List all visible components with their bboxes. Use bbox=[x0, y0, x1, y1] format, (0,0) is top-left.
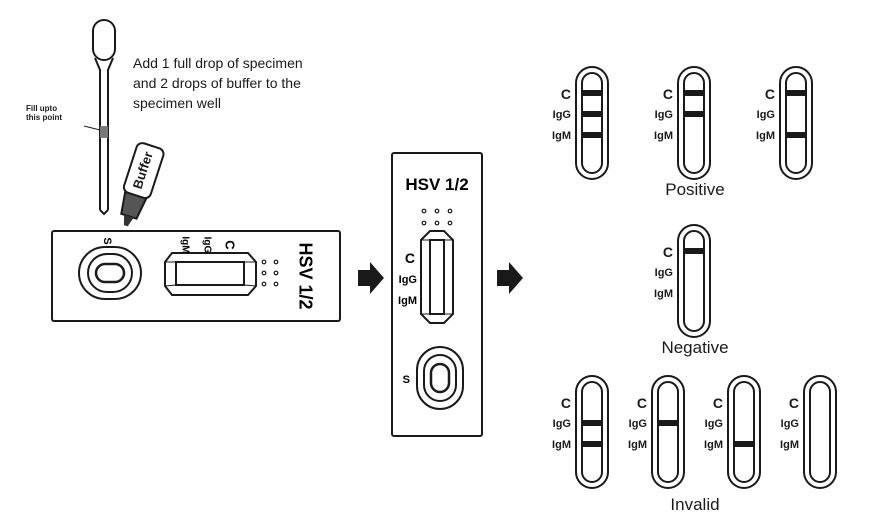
strip-igm-label: IgM bbox=[654, 130, 673, 142]
arrow-icon bbox=[497, 262, 523, 294]
h-igg-label: IgG bbox=[201, 237, 212, 254]
igg-line bbox=[658, 420, 678, 426]
control-line bbox=[786, 90, 806, 96]
igm-line bbox=[582, 441, 602, 447]
instruction-line-1: Add 1 full drop of specimen bbox=[133, 55, 303, 71]
strip-inner bbox=[785, 72, 807, 174]
v-s-label: S bbox=[403, 374, 410, 386]
positive-label: Positive bbox=[665, 180, 725, 199]
strip-igg-label: IgG bbox=[655, 267, 673, 279]
strip-igg-label: IgG bbox=[629, 418, 647, 430]
result-strip: C IgG IgM bbox=[654, 66, 711, 180]
strip-inner bbox=[683, 230, 705, 332]
pipette bbox=[83, 19, 116, 216]
strip-igg-label: IgG bbox=[757, 109, 775, 121]
strip-c-label: C bbox=[561, 395, 571, 411]
instruction-line-3: specimen well bbox=[133, 95, 221, 111]
strip-igm-label: IgM bbox=[552, 439, 571, 451]
strip-c-label: C bbox=[765, 86, 775, 102]
igm-line bbox=[582, 132, 602, 138]
h-s-label: S bbox=[101, 237, 113, 244]
strip-igm-label: IgM bbox=[704, 439, 723, 451]
igg-line bbox=[684, 111, 704, 117]
invalid-label: Invalid bbox=[670, 495, 720, 514]
fill-upto-label: Fill upto this point bbox=[26, 104, 86, 122]
strip-igm-label: IgM bbox=[756, 130, 775, 142]
strip-c-label: C bbox=[561, 86, 571, 102]
result-strip: C IgG IgM bbox=[552, 375, 609, 489]
h-igm-label: IgM bbox=[179, 236, 190, 253]
strip-inner bbox=[683, 72, 705, 174]
strip-igg-label: IgG bbox=[705, 418, 723, 430]
arrow-icon bbox=[358, 262, 384, 294]
strip-c-label: C bbox=[637, 395, 647, 411]
igm-line bbox=[734, 441, 754, 447]
h-c-label: C bbox=[223, 240, 238, 250]
strip-inner bbox=[733, 381, 755, 483]
strip-c-label: C bbox=[713, 395, 723, 411]
strip-igg-label: IgG bbox=[655, 109, 673, 121]
v-cassette-title: HSV 1/2 bbox=[405, 175, 468, 194]
igm-line bbox=[786, 132, 806, 138]
strip-igm-label: IgM bbox=[780, 439, 799, 451]
result-strip: C IgG IgM bbox=[780, 375, 837, 489]
strip-inner bbox=[581, 381, 603, 483]
horizontal-cassette: S IgM IgG C HSV 1/2 bbox=[51, 230, 341, 322]
strip-c-label: C bbox=[663, 86, 673, 102]
control-line bbox=[684, 90, 704, 96]
strip-igg-label: IgG bbox=[553, 418, 571, 430]
instruction-line-2: and 2 drops of buffer to the bbox=[133, 75, 301, 91]
strip-inner bbox=[657, 381, 679, 483]
result-strip: C IgG IgM bbox=[654, 224, 711, 338]
result-strips: C IgG IgM C IgG IgM C IgG IgM C IgG IgM C IgG IgM C IgG I… bbox=[552, 66, 837, 489]
v-c-label: C bbox=[405, 250, 415, 266]
fill-label-line-2: this point bbox=[26, 113, 62, 122]
strip-igm-label: IgM bbox=[552, 130, 571, 142]
igg-line bbox=[582, 420, 602, 426]
instruction-text: Add 1 full drop of specimen and 2 drops … bbox=[133, 53, 363, 113]
strip-igg-label: IgG bbox=[553, 109, 571, 121]
control-line bbox=[684, 248, 704, 254]
strip-c-label: C bbox=[663, 244, 673, 260]
h-cassette-title: HSV 1/2 bbox=[295, 242, 315, 309]
result-strip: C IgG IgM bbox=[704, 375, 761, 489]
result-strip: C IgG IgM bbox=[756, 66, 813, 180]
vertical-cassette: HSV 1/2 C IgG IgM S bbox=[391, 152, 483, 437]
strip-c-label: C bbox=[789, 395, 799, 411]
buffer-bottle: Buffer bbox=[120, 142, 165, 227]
strip-inner bbox=[581, 72, 603, 174]
strip-inner bbox=[809, 381, 831, 483]
fill-label-line-1: Fill upto bbox=[26, 104, 58, 113]
v-igm-label: IgM bbox=[398, 295, 417, 307]
negative-label: Negative bbox=[661, 338, 729, 357]
result-strip: C IgG IgM bbox=[552, 66, 609, 180]
strip-igm-label: IgM bbox=[628, 439, 647, 451]
result-strip: C IgG IgM bbox=[628, 375, 685, 489]
strip-igg-label: IgG bbox=[781, 418, 799, 430]
igg-line bbox=[582, 111, 602, 117]
control-line bbox=[582, 90, 602, 96]
strip-igm-label: IgM bbox=[654, 288, 673, 300]
v-igg-label: IgG bbox=[399, 274, 417, 286]
